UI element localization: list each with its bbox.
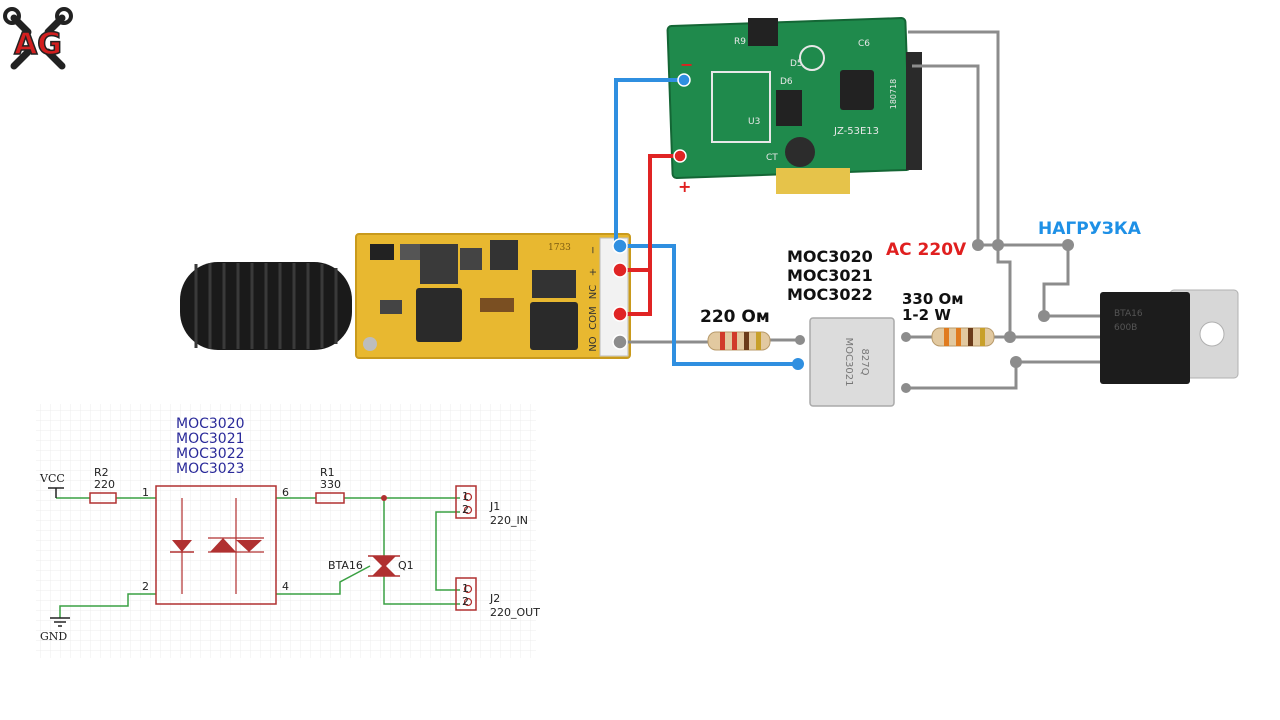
sch-j2-name: J2 bbox=[489, 592, 500, 605]
sch-triac-ref: Q1 bbox=[398, 559, 414, 572]
resistor-330 bbox=[931, 327, 995, 347]
moc-model-1: MOC3020 bbox=[787, 247, 873, 266]
ac-220v-label: AC 220V bbox=[886, 240, 967, 260]
receiver-pin-nc: NC bbox=[588, 285, 599, 299]
sch-j1-net: 220_IN bbox=[490, 514, 528, 527]
sch-r2-value: 220 bbox=[94, 478, 115, 491]
psu-date-mark: 180718 bbox=[889, 79, 898, 110]
sch-r2-name: R2 bbox=[94, 466, 109, 479]
triac-mark-voltage: 600B bbox=[1114, 323, 1137, 333]
sch-triac-name: BTA16 bbox=[328, 559, 363, 572]
red-wires bbox=[620, 154, 680, 316]
receiver-pin-plus: + bbox=[588, 268, 599, 276]
psu-mark-r9: R9 bbox=[734, 37, 746, 47]
moc-model-3: MOC3022 bbox=[787, 285, 873, 304]
moc-chip-code-text: 827Q bbox=[859, 349, 870, 376]
wire-junctions bbox=[612, 73, 1074, 393]
psu-mark-d6: D6 bbox=[780, 77, 793, 87]
psu-mark-d5: D5 bbox=[790, 59, 803, 69]
psu-plus-sign: + bbox=[678, 177, 691, 196]
sch-pin-2: 2 bbox=[142, 580, 149, 593]
psu-minus-sign: − bbox=[680, 55, 693, 74]
power-supply-board: R9 D5 D6 U3 CT C6 JZ-53E13 180718 − + bbox=[666, 17, 922, 196]
sch-moc-model-4: MOC3023 bbox=[176, 461, 245, 477]
sch-r1-value: 330 bbox=[320, 478, 341, 491]
sch-pin-6: 6 bbox=[282, 486, 289, 499]
schematic: MOC3020 MOC3021 MOC3022 MOC3023 VCC GND … bbox=[36, 404, 540, 658]
moc-chip-model-text: MOC3021 bbox=[843, 338, 854, 387]
sch-pin-1: 1 bbox=[142, 486, 149, 499]
triac-bta16: BTA16 600B bbox=[1100, 289, 1239, 384]
psu-mark-ct: CT bbox=[766, 153, 778, 163]
sch-j2-pin-1: 1 bbox=[462, 582, 469, 595]
resistor-330-label: 330 Ом bbox=[902, 290, 964, 308]
moc-optocoupler-chip: MOC3021 827Q bbox=[809, 317, 895, 407]
blue-wires bbox=[614, 78, 796, 366]
sch-j1-name: J1 bbox=[489, 500, 500, 513]
sch-j2-pin-2: 2 bbox=[462, 595, 469, 608]
psu-mark-c6: C6 bbox=[858, 39, 870, 49]
receiver-pin-com: COM bbox=[588, 306, 599, 329]
logo: AG bbox=[3, 7, 73, 70]
sch-moc-model-2: MOC3021 bbox=[176, 431, 245, 447]
resistor-220-label: 220 Ом bbox=[700, 307, 770, 327]
sch-j1-pin-2: 2 bbox=[462, 503, 469, 516]
sch-pin-4: 4 bbox=[282, 580, 289, 593]
sch-r1-name: R1 bbox=[320, 466, 335, 479]
rf-receiver-board: 1733 − + NC COM NO bbox=[355, 233, 631, 359]
receiver-pin-no: NO bbox=[588, 336, 599, 351]
sch-j1-pin-1: 1 bbox=[462, 490, 469, 503]
receiver-silk-label: 1733 bbox=[548, 243, 571, 253]
sch-moc-model-3: MOC3022 bbox=[176, 446, 245, 462]
sch-gnd-label: GND bbox=[40, 630, 67, 643]
moc-model-2: MOC3021 bbox=[787, 266, 873, 285]
load-label: НАГРУЗКА bbox=[1038, 219, 1142, 239]
psu-mark-u3: U3 bbox=[748, 117, 760, 127]
receiver-pin-minus: − bbox=[588, 246, 599, 254]
sch-j2-net: 220_OUT bbox=[490, 606, 540, 619]
triac-mark-model: BTA16 bbox=[1114, 309, 1143, 319]
logo-text: AG bbox=[14, 27, 62, 62]
antenna-coil bbox=[180, 262, 352, 350]
sch-moc-model-1: MOC3020 bbox=[176, 416, 245, 432]
sch-vcc-label: VCC bbox=[39, 472, 65, 485]
psu-model-mark: JZ-53E13 bbox=[833, 126, 879, 137]
resistor-220 bbox=[707, 331, 771, 351]
moc-models-list: MOC3020 MOC3021 MOC3022 bbox=[787, 247, 873, 304]
resistor-330-power-label: 1-2 W bbox=[902, 306, 951, 324]
